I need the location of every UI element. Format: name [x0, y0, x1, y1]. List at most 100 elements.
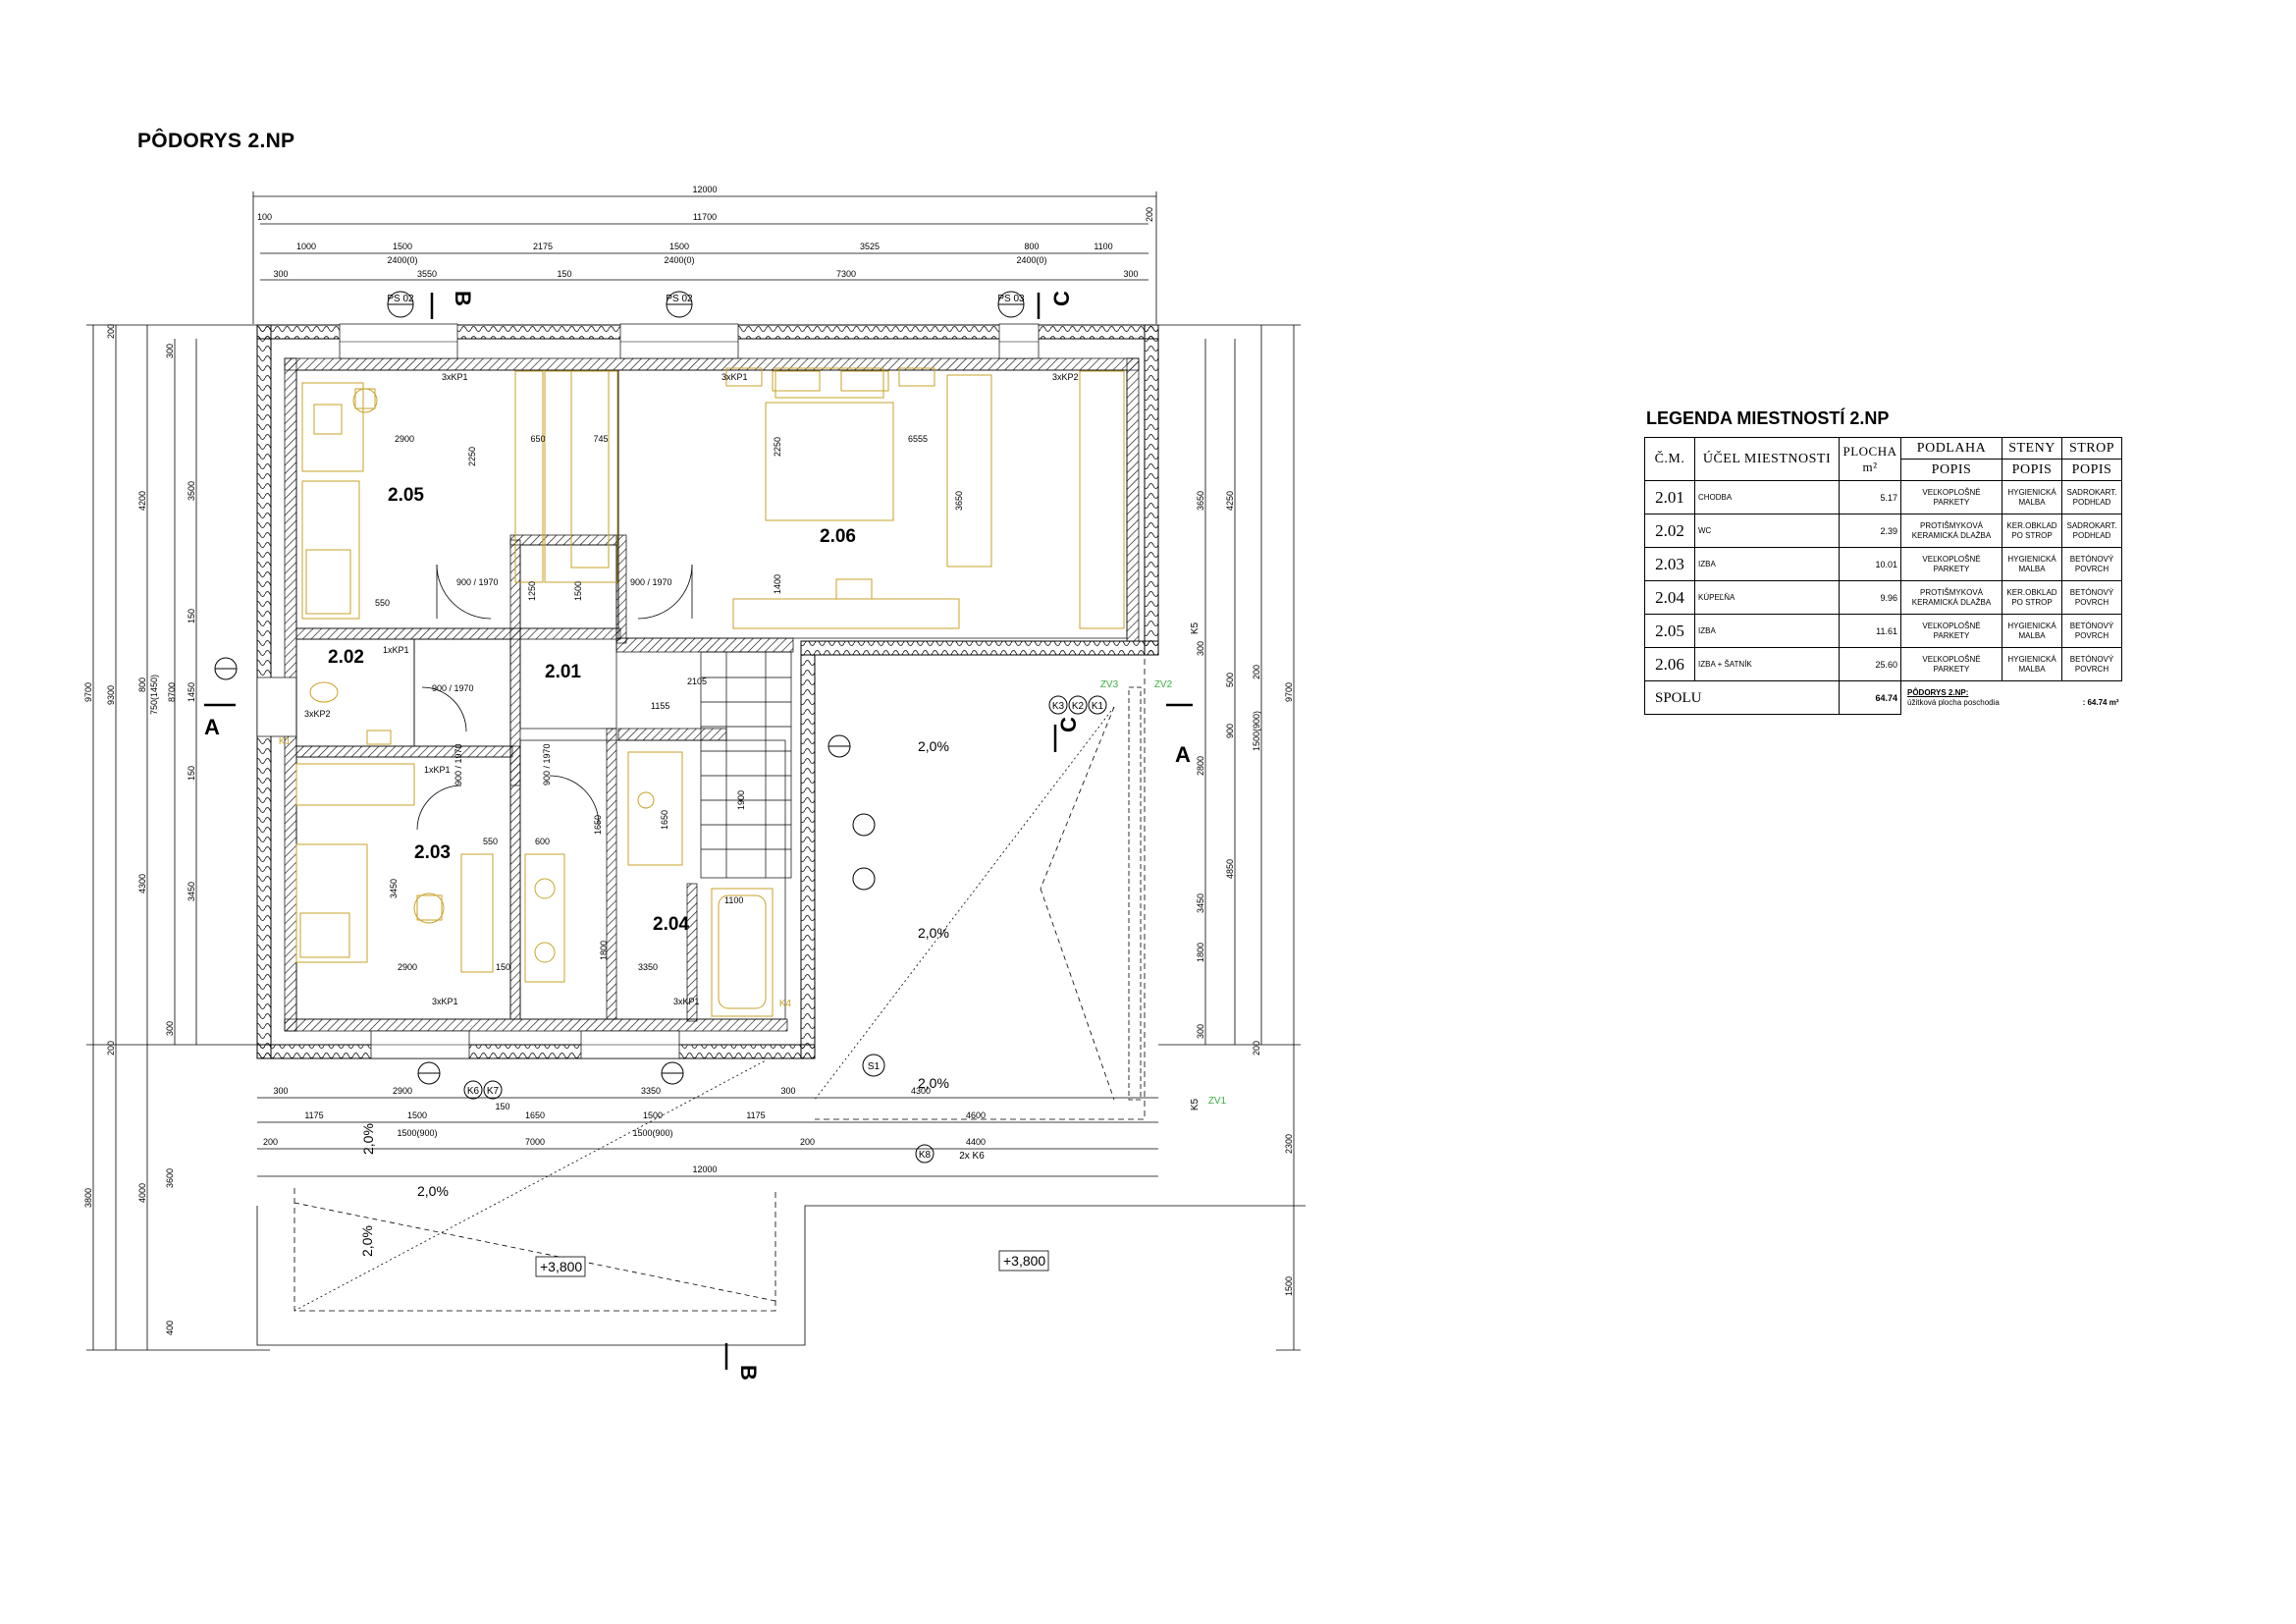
slope-label: 2,0% [417, 1183, 449, 1199]
dim: 3500 [187, 481, 196, 501]
slope-label: 2,0% [360, 1123, 376, 1155]
room-num: 2.03 [1644, 547, 1695, 581]
note-value: : 64.74 m² [2082, 697, 2119, 707]
svg-text:K2: K2 [1072, 701, 1085, 712]
level-label: +3,800 [540, 1259, 582, 1274]
room-walls: HYGIENICKÁ MALBA [2002, 647, 2062, 681]
room-walls: KER.OBKLAD PO STROP [2002, 514, 2062, 548]
legend-row: 2.04 KÚPEĽŇA 9.96 PROTIŠMYKOVÁ KERAMICKÁ… [1644, 580, 2122, 615]
dim-edge: 100 [257, 212, 272, 222]
slope-label: 2,0% [918, 1075, 949, 1091]
room-label-2.05: 2.05 [388, 485, 424, 506]
dim: 1500 [669, 242, 689, 251]
section-c-mark: C [1056, 717, 1081, 732]
dim: 2300 [1284, 1134, 1294, 1154]
room-area: 25.60 [1839, 647, 1901, 681]
dim: 745 [593, 434, 608, 444]
tag-zv1: ZV1 [1208, 1096, 1227, 1107]
dim: 3550 [417, 269, 437, 279]
room-ceiling: BETÓNOVÝ POVRCH [2061, 580, 2122, 615]
terrace-symbols: S1 [214, 657, 885, 1085]
room-area: 11.61 [1839, 614, 1901, 648]
legend-row: 2.06 IZBA + ŠATNÍK 25.60 VEĽKOPLOŠNÉ PAR… [1644, 647, 2122, 681]
room-label-2.04: 2.04 [653, 914, 689, 935]
room-use: IZBA [1694, 614, 1840, 648]
tag-k1-wc: K1 [279, 736, 292, 747]
dim: 1500 [643, 1110, 663, 1120]
room-floor: PROTIŠMYKOVÁ KERAMICKÁ DLAŽBA [1900, 580, 2002, 615]
dim: 4300 [911, 1086, 931, 1096]
dim: 3450 [1196, 893, 1205, 913]
dim: 300 [273, 1086, 288, 1096]
room-area: 10.01 [1839, 547, 1901, 581]
room-num: 2.05 [1644, 614, 1695, 648]
dim: 550 [483, 837, 498, 846]
door-label: 900 / 1970 [630, 577, 672, 587]
tag: 3xKP1 [432, 997, 458, 1006]
tag-k8: K8 [919, 1150, 932, 1161]
dim: 200 [1252, 1041, 1261, 1056]
svg-text:K3: K3 [1052, 701, 1065, 712]
ps-mark: PS 02 [666, 294, 693, 304]
room-ceiling: BETÓNOVÝ POVRCH [2061, 547, 2122, 581]
tag-k4: K4 [779, 999, 792, 1009]
dim: 2900 [393, 1086, 412, 1096]
dim: 4600 [966, 1110, 986, 1120]
dim-inner-top: 11700 [693, 212, 717, 222]
tag-2x-k6: 2x K6 [959, 1151, 985, 1162]
dim: 2250 [773, 437, 782, 457]
section-a-mark: A [1175, 742, 1191, 767]
tag-zv3: ZV3 [1100, 679, 1119, 690]
dim: 4200 [137, 491, 147, 511]
dim: 200 [263, 1137, 278, 1147]
dim: 800 [1024, 242, 1039, 251]
room-walls: KER.OBKLAD PO STROP [2002, 580, 2062, 615]
room-label-2.01: 2.01 [545, 662, 581, 682]
dim: 300 [1123, 269, 1138, 279]
tag-k7: K7 [487, 1086, 500, 1097]
room-use: CHODBA [1694, 480, 1840, 514]
dim: 3350 [638, 962, 658, 972]
tag: 3xKP1 [442, 372, 468, 382]
tag: 1xKP1 [424, 765, 451, 775]
header-popis: POPIS [1900, 459, 2002, 481]
right-dim-labels: 3650 4250 300 500 200 900 1500(900) 2800… [1196, 491, 1294, 1296]
dim: 400 [165, 1321, 175, 1335]
dim: 1100 [724, 895, 743, 905]
dim: 1650 [525, 1110, 545, 1120]
dim-edge: 200 [1145, 207, 1154, 222]
sum-label: SPOLU [1644, 680, 1840, 715]
dim: 200 [800, 1137, 815, 1147]
dim: 1500 [407, 1110, 427, 1120]
room-walls: HYGIENICKÁ MALBA [2002, 614, 2062, 648]
dim: 150 [187, 766, 196, 781]
tag-zv2: ZV2 [1154, 679, 1173, 690]
tag-k6: K6 [467, 1086, 480, 1097]
dim: 3450 [187, 882, 196, 901]
dim: 600 [535, 837, 550, 846]
dim: 1500 [393, 242, 412, 251]
dim: 300 [273, 269, 288, 279]
dim: 1175 [304, 1110, 323, 1120]
note-title: PÔDORYS 2.NP: [1907, 687, 1969, 697]
section-a-mark: A [204, 715, 220, 739]
dim: 7000 [525, 1137, 545, 1147]
door-labels: 900 / 1970 900 / 1970 900 / 1970 900 / 1… [432, 577, 672, 785]
dim: 9700 [1284, 682, 1294, 702]
dim: 4850 [1225, 859, 1235, 879]
section-b-mark: B [736, 1365, 761, 1380]
dim: 150 [557, 269, 571, 279]
room-walls: HYGIENICKÁ MALBA [2002, 480, 2062, 514]
dim: 4400 [966, 1137, 986, 1147]
header-cm: Č.M. [1644, 437, 1695, 481]
dim: 550 [375, 598, 390, 608]
left-dimensions [86, 324, 270, 1351]
svg-text:K1: K1 [1092, 701, 1104, 712]
slope-label: 2,0% [359, 1225, 375, 1257]
right-dimensions [1158, 324, 1301, 1351]
dim: 1650 [660, 810, 669, 830]
dim: 1400 [773, 574, 782, 594]
dim: 2250 [467, 447, 477, 466]
dim: 3650 [954, 491, 964, 511]
